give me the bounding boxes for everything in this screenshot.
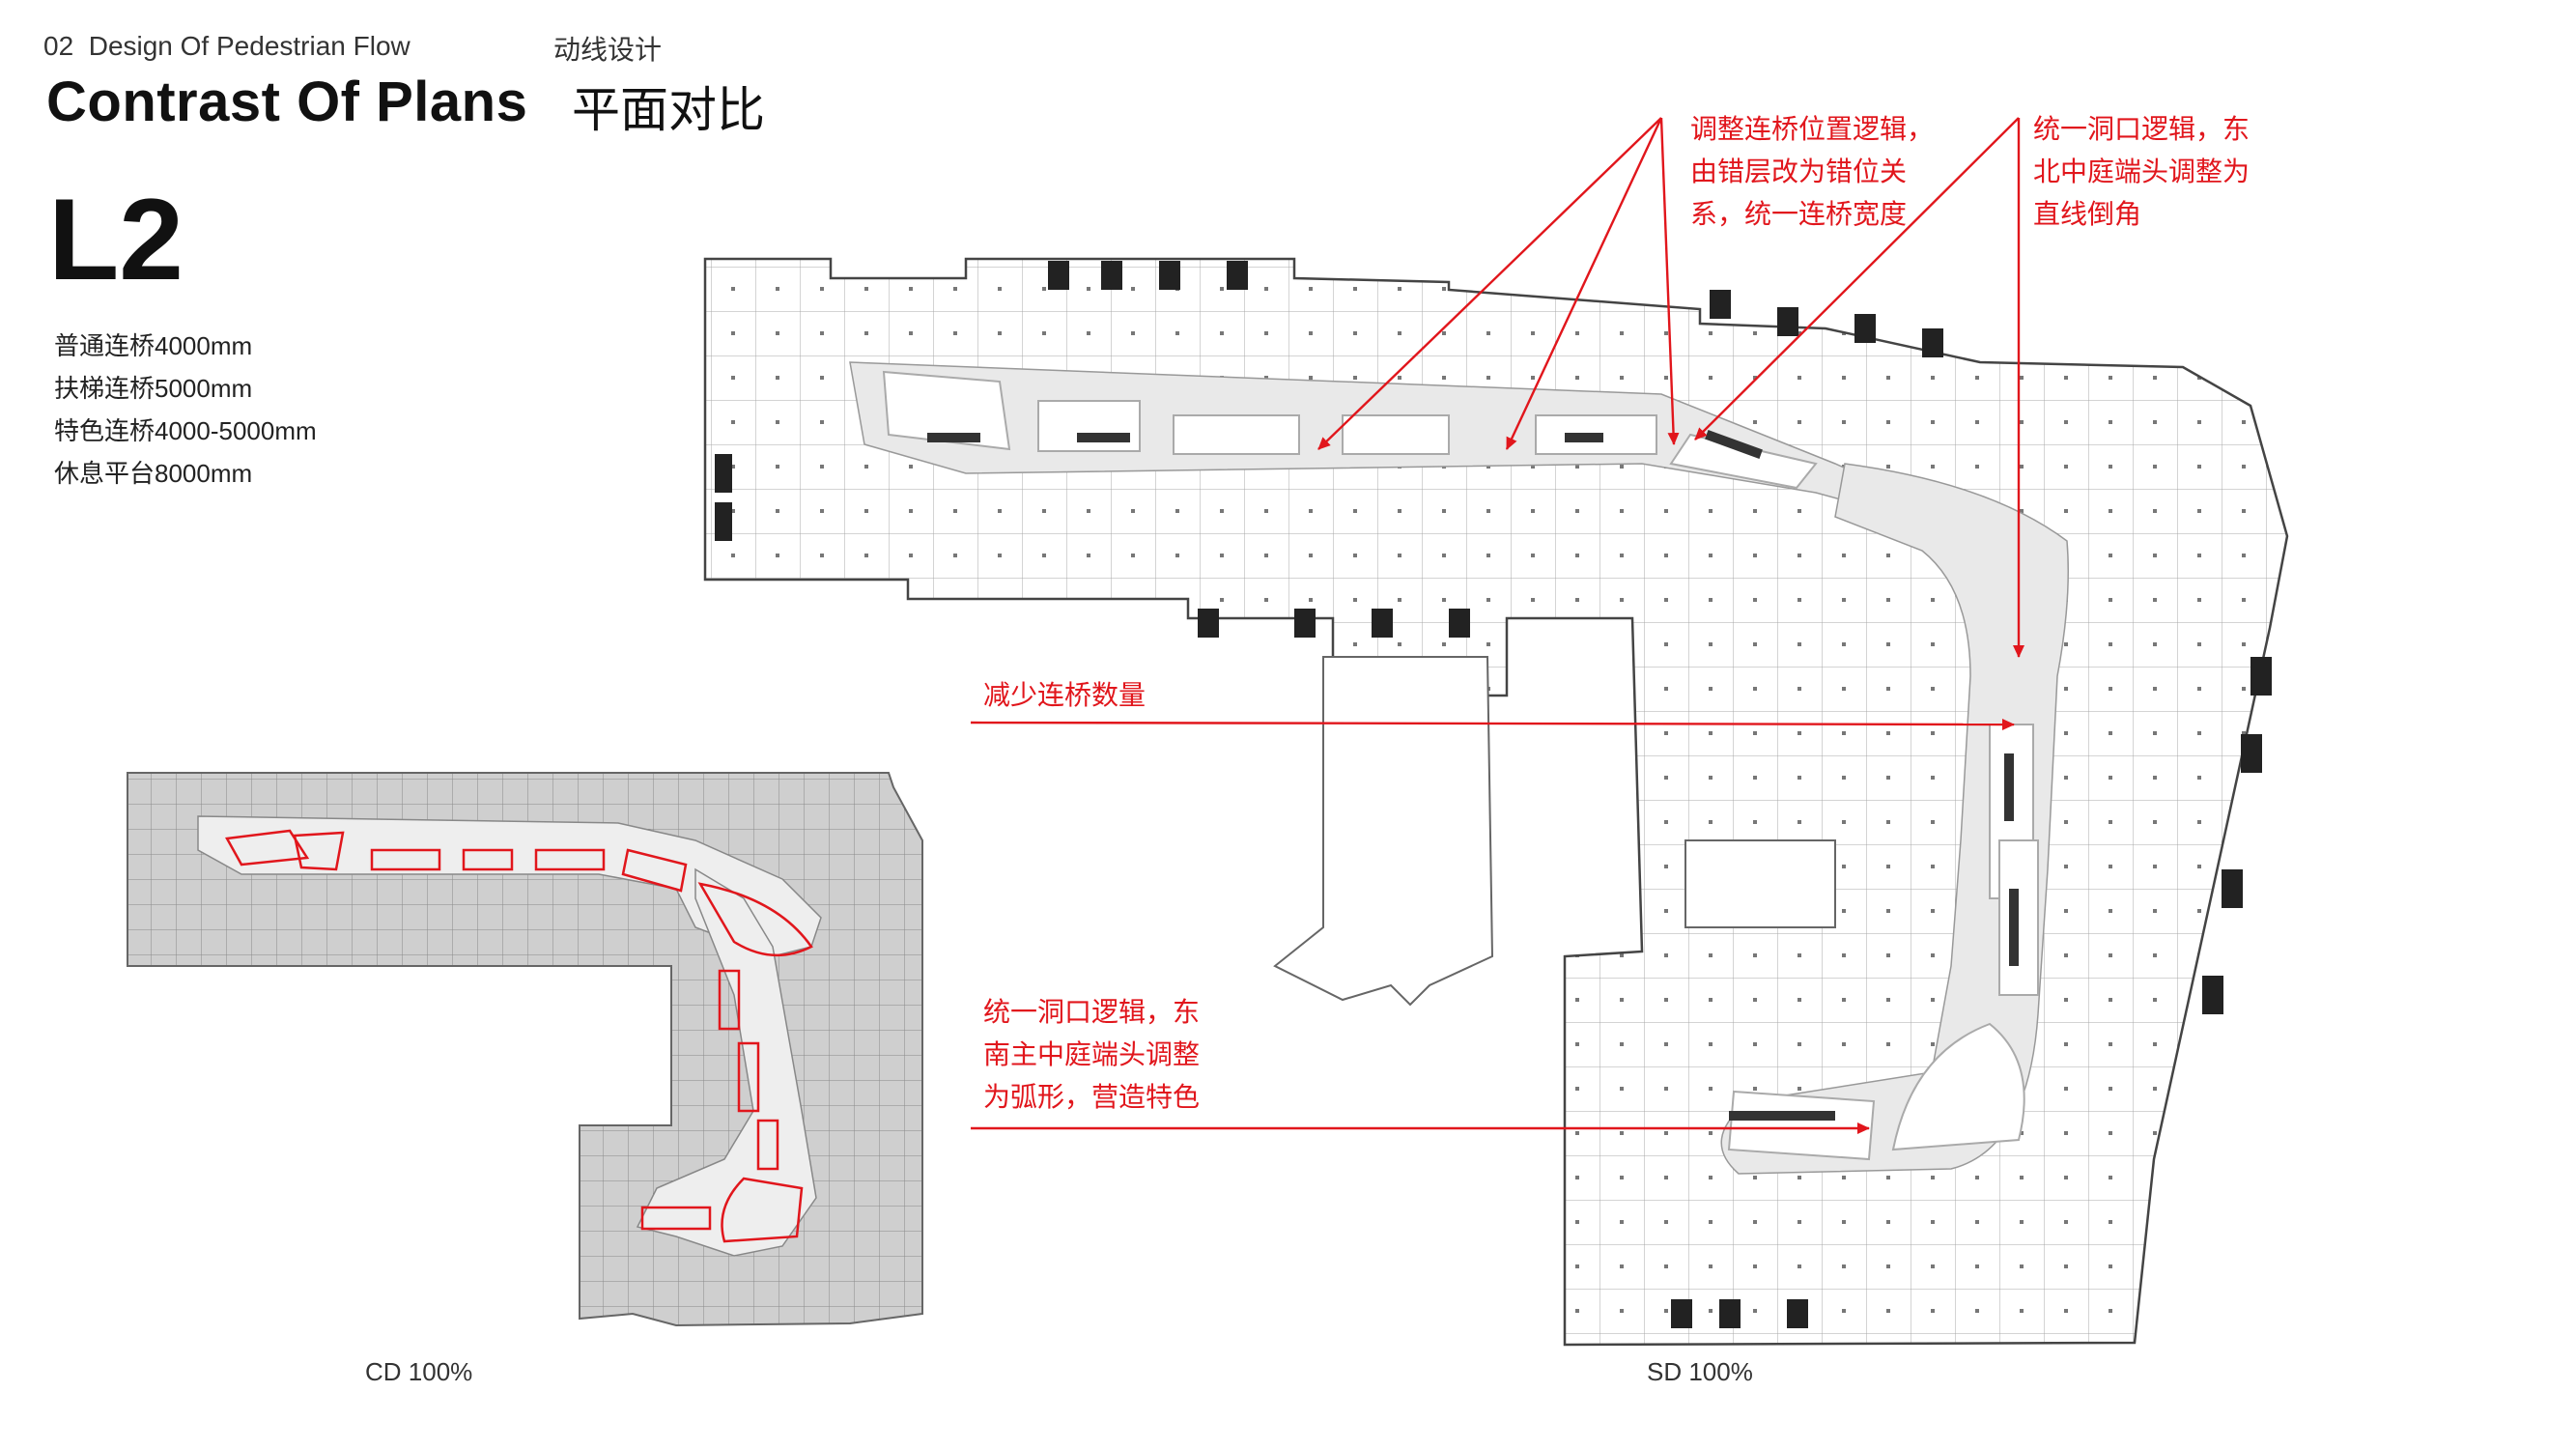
cd-floor-plan (127, 772, 923, 1327)
section-number: 02 (43, 31, 74, 61)
annotation-se-atrium: 统一洞口逻辑，东 南主中庭端头调整 为弧形，营造特色 (983, 991, 1200, 1119)
level-label: L2 (48, 175, 184, 304)
cd-openings (225, 829, 813, 1243)
annotation-line: 统一洞口逻辑，东 (983, 996, 1201, 1028)
annotation-line: 直线倒角 (2033, 198, 2142, 230)
annotation-bridge-adjust: 调整连桥位置逻辑， 由错层改为错位关 系，统一连桥宽度 (1690, 108, 1934, 236)
annotation-ne-atrium: 统一洞口逻辑，东 北中庭端头调整为 直线倒角 (2033, 108, 2250, 236)
annotation-reduce-bridges: 减少连桥数量 (983, 679, 1146, 711)
section-heading: 02 Design Of Pedestrian Flow (43, 31, 410, 62)
annotation-line: 为弧形，营造特色 (983, 1081, 1201, 1113)
sd-atrium-block (1684, 839, 1836, 928)
section-title: Design Of Pedestrian Flow (88, 31, 410, 61)
page-title-cn: 平面对比 (572, 82, 765, 138)
spec-item: 休息平台8000mm (54, 459, 253, 488)
annotation-line: 统一洞口逻辑，东 (2033, 113, 2250, 145)
spec-item: 扶梯连桥5000mm (54, 374, 253, 403)
sd-shop-storefronts (715, 261, 2272, 1328)
annotation-line: 北中庭端头调整为 (2033, 156, 2250, 187)
cd-plan-caption: CD 100% (365, 1357, 473, 1386)
sd-floor-plan (703, 257, 2289, 1347)
page-title: Contrast Of Plans (46, 71, 528, 133)
sd-escalators (927, 430, 2019, 1121)
section-title-cn: 动线设计 (553, 34, 663, 66)
sd-openings (882, 370, 2039, 1161)
annotation-line: 调整连桥位置逻辑， (1690, 113, 1935, 145)
annotation-leaders (970, 117, 2024, 1134)
spec-list: 普通连桥4000mm 扶梯连桥5000mm 特色连桥4000-5000mm 休息… (54, 325, 317, 495)
annotation-line: 系，统一连桥宽度 (1690, 198, 1908, 230)
spec-item: 普通连桥4000mm (54, 331, 253, 360)
sd-south-building (1273, 656, 1494, 1007)
annotation-line: 由错层改为错位关 (1690, 156, 1908, 187)
sd-plan-caption: SD 100% (1647, 1357, 1753, 1386)
spec-item: 特色连桥4000-5000mm (54, 416, 317, 445)
annotation-line: 南主中庭端头调整 (983, 1038, 1201, 1070)
